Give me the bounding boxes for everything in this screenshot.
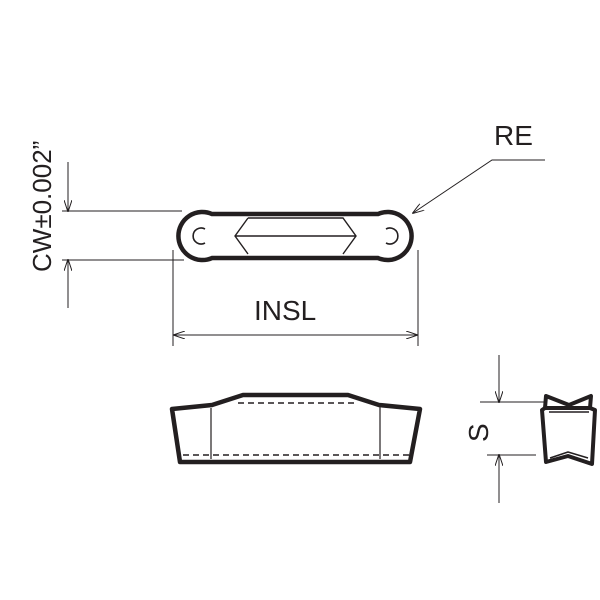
- side-view: [169, 392, 423, 465]
- s-dimension: [480, 355, 545, 503]
- insert-outline: [176, 209, 414, 263]
- side-outline: [169, 392, 423, 465]
- end-view: [540, 394, 597, 466]
- s-label: S: [463, 423, 494, 442]
- insl-label: INSL: [254, 295, 316, 326]
- cw-label: CW±0.002”: [27, 141, 57, 272]
- cw-dimension: [62, 162, 184, 308]
- re-label: RE: [494, 120, 533, 151]
- chipbreaker: [234, 217, 357, 255]
- left-clamp-notch: [192, 227, 206, 245]
- re-leader: [413, 159, 545, 213]
- top-view: [176, 209, 414, 263]
- right-clamp-notch: [385, 227, 399, 245]
- insl-dimension: [172, 250, 419, 346]
